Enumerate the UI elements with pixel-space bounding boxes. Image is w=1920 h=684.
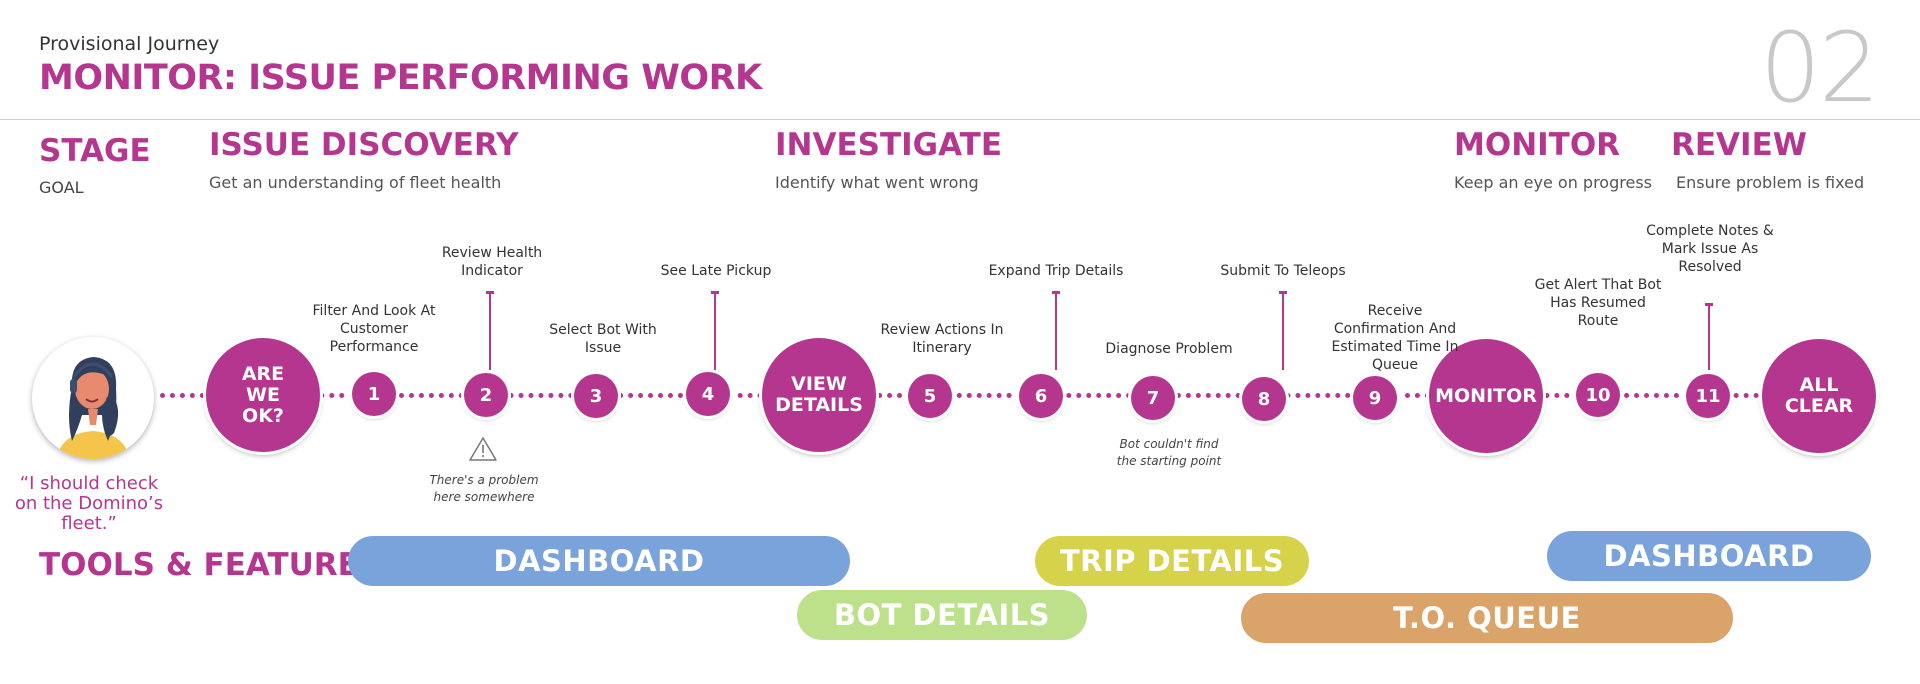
milestone-view-details-label: VIEW DETAILS xyxy=(775,373,863,416)
step-2-circle: 2 xyxy=(464,373,508,417)
stage-goal-monitor: Keep an eye on progress xyxy=(1454,173,1652,192)
step-11-label: Complete Notes & Mark Issue As Resolved xyxy=(1646,223,1774,275)
step-2-connector xyxy=(486,291,494,370)
step-11-circle: 11 xyxy=(1686,374,1730,418)
step-6-circle: 6 xyxy=(1019,374,1063,418)
milestone-are-we-ok-label: ARE WE OK? xyxy=(241,362,285,427)
step-4-connector xyxy=(711,291,719,370)
goal-label: GOAL xyxy=(39,178,84,197)
tool-pill-dashboard-2: DASHBOARD xyxy=(1547,531,1871,581)
page-title: MONITOR: ISSUE PERFORMING WORK xyxy=(39,58,762,98)
milestone-view-details: VIEW DETAILS xyxy=(762,338,876,452)
milestone-all-clear-label: ALL CLEAR xyxy=(1784,374,1854,417)
step-10-label: Get Alert That Bot Has Resumed Route xyxy=(1534,277,1662,329)
step-4-label: See Late Pickup xyxy=(660,263,772,279)
step-3-circle: 3 xyxy=(574,374,618,418)
step-5-circle: 5 xyxy=(908,374,952,418)
warning-icon xyxy=(468,436,498,466)
step-5-label: Review Actions In Itinerary xyxy=(880,322,1004,356)
step-8-label: Submit To Teleops xyxy=(1220,263,1346,279)
tool-pill-bot-details: BOT DETAILS xyxy=(797,590,1087,640)
note-bot-start: Bot couldn't find the starting point xyxy=(1116,437,1222,468)
note-problem: There's a problem here somewhere xyxy=(429,473,539,504)
step-8-circle: 8 xyxy=(1242,377,1286,421)
step-6-connector xyxy=(1052,291,1060,370)
step-3-label: Select Bot With Issue xyxy=(549,322,657,356)
page-number: 02 xyxy=(1759,12,1880,124)
journey-line xyxy=(160,393,1820,398)
stage-title-monitor: MONITOR xyxy=(1454,127,1621,163)
journey-subtitle: Provisional Journey xyxy=(39,33,220,55)
stage-goal-issue-discovery: Get an understanding of fleet health xyxy=(209,173,502,192)
step-1-circle: 1 xyxy=(352,372,396,416)
step-1-label: Filter And Look At Customer Performance xyxy=(312,303,436,355)
step-7-label: Diagnose Problem xyxy=(1105,341,1233,357)
stage-goal-review: Ensure problem is fixed xyxy=(1676,173,1865,192)
stage-title-investigate: INVESTIGATE xyxy=(775,127,1003,163)
step-10-circle: 10 xyxy=(1576,373,1620,417)
tool-pill-to-queue: T.O. QUEUE xyxy=(1241,593,1733,643)
step-6-label: Expand Trip Details xyxy=(988,263,1124,279)
stage-label: STAGE xyxy=(39,133,151,169)
step-7-circle: 7 xyxy=(1131,376,1175,420)
milestone-all-clear: ALL CLEAR xyxy=(1762,339,1876,453)
step-11-connector xyxy=(1705,303,1713,370)
tool-pill-dashboard-1: DASHBOARD xyxy=(348,536,850,586)
milestone-monitor: MONITOR xyxy=(1429,339,1543,453)
step-9-circle: 9 xyxy=(1353,376,1397,420)
persona-quote: “I should check on the Domino’s fleet.” xyxy=(14,473,164,534)
stage-goal-investigate: Identify what went wrong xyxy=(775,173,979,192)
header-divider xyxy=(0,119,1920,120)
step-8-connector xyxy=(1279,291,1287,370)
tools-features-label: TOOLS & FEATURES xyxy=(39,547,382,583)
step-9-label: Receive Confirmation And Estimated Time … xyxy=(1331,303,1459,373)
stage-title-review: REVIEW xyxy=(1671,127,1807,163)
milestone-are-we-ok: ARE WE OK? xyxy=(206,338,320,452)
persona-illustration xyxy=(56,357,130,459)
persona-avatar xyxy=(32,337,154,459)
tool-pill-trip-details: TRIP DETAILS xyxy=(1035,536,1309,586)
stage-title-issue-discovery: ISSUE DISCOVERY xyxy=(209,127,519,163)
milestone-monitor-label: MONITOR xyxy=(1435,384,1537,407)
step-2-label: Review Health Indicator xyxy=(441,245,543,279)
step-4-circle: 4 xyxy=(686,372,730,416)
